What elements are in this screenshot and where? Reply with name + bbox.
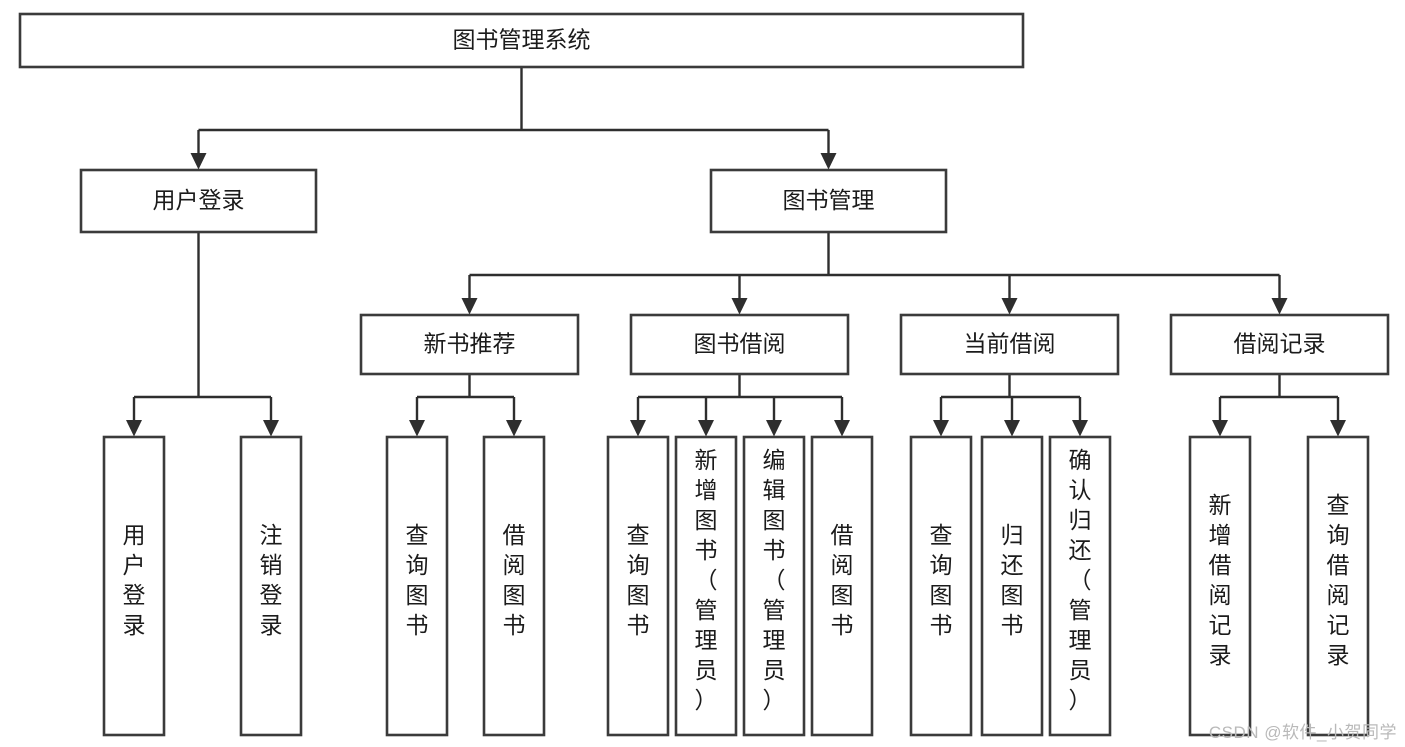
arrow-head-icon bbox=[1271, 298, 1288, 315]
node-leaf-user-logout[interactable]: 注销登录 bbox=[239, 435, 303, 737]
node-box-leaf-user-login bbox=[102, 435, 166, 737]
csdn-watermark: CSDN @软件_小贺同学 bbox=[1208, 723, 1397, 742]
connector-group-book-manage bbox=[461, 232, 1288, 315]
node-label-leaf-user-logout: 注销登录 bbox=[260, 522, 283, 638]
node-label-leaf-borrow-book: 借阅图书 bbox=[831, 522, 854, 638]
node-borrow-record[interactable]: 借阅记录 bbox=[1169, 313, 1390, 376]
node-box-book-manage bbox=[709, 168, 948, 234]
node-leaf-edit-book[interactable]: 编辑图书（管理员） bbox=[742, 435, 806, 737]
node-leaf-user-login[interactable]: 用户登录 bbox=[102, 435, 166, 737]
node-label-leaf-query-record: 查询借阅记录 bbox=[1327, 492, 1350, 668]
node-label-leaf-user-login: 用户登录 bbox=[123, 522, 146, 638]
node-box-leaf-confirm-return bbox=[1048, 435, 1112, 737]
node-label-book-manage: 图书管理 bbox=[783, 187, 875, 213]
node-label-leaf-add-book: 新增图书（管理员） bbox=[695, 447, 718, 713]
arrow-head-icon bbox=[190, 153, 207, 170]
connector-group-root bbox=[190, 67, 837, 170]
node-leaf-confirm-return[interactable]: 确认归还（管理员） bbox=[1048, 435, 1112, 737]
node-leaf-query-book[interactable]: 查询图书 bbox=[606, 435, 670, 737]
node-label-current-borrow: 当前借阅 bbox=[964, 331, 1056, 357]
node-leaf-query-book-rec[interactable]: 查询图书 bbox=[385, 435, 449, 737]
arrow-head-icon bbox=[506, 420, 522, 437]
node-box-current-borrow bbox=[899, 313, 1120, 376]
node-leaf-borrow-book[interactable]: 借阅图书 bbox=[810, 435, 874, 737]
arrow-head-icon bbox=[1001, 298, 1018, 315]
arrow-head-icon bbox=[461, 298, 478, 315]
node-leaf-add-record[interactable]: 新增借阅记录 bbox=[1188, 435, 1252, 737]
node-label-leaf-add-record: 新增借阅记录 bbox=[1209, 492, 1232, 668]
node-label-leaf-query-book-rec: 查询图书 bbox=[406, 522, 429, 638]
node-leaf-query-book-cur[interactable]: 查询图书 bbox=[909, 435, 973, 737]
connector-group-book-borrow bbox=[630, 374, 850, 437]
node-box-book-borrow bbox=[629, 313, 850, 376]
connector-group-borrow-record bbox=[1212, 374, 1346, 437]
arrow-head-icon bbox=[1004, 420, 1020, 437]
node-box-leaf-return-book bbox=[980, 435, 1044, 737]
arrow-head-icon bbox=[933, 420, 949, 437]
node-book-manage[interactable]: 图书管理 bbox=[709, 168, 948, 234]
node-label-leaf-query-book-cur: 查询图书 bbox=[930, 522, 953, 638]
node-label-leaf-edit-book: 编辑图书（管理员） bbox=[763, 447, 786, 713]
node-box-leaf-query-record bbox=[1306, 435, 1370, 737]
connector-group-user-login bbox=[126, 232, 279, 437]
node-box-borrow-record bbox=[1169, 313, 1390, 376]
node-root[interactable]: 图书管理系统 bbox=[18, 12, 1025, 69]
node-box-leaf-query-book-cur bbox=[909, 435, 973, 737]
node-box-leaf-query-book-rec bbox=[385, 435, 449, 737]
node-box-leaf-user-logout bbox=[239, 435, 303, 737]
node-box-leaf-borrow-book-rec bbox=[482, 435, 546, 737]
node-box-new-book-rec bbox=[359, 313, 580, 376]
arrow-head-icon bbox=[1072, 420, 1088, 437]
node-leaf-add-book[interactable]: 新增图书（管理员） bbox=[674, 435, 738, 737]
arrow-head-icon bbox=[409, 420, 425, 437]
node-box-leaf-add-record bbox=[1188, 435, 1252, 737]
arrow-head-icon bbox=[820, 153, 837, 170]
arrow-head-icon bbox=[630, 420, 646, 437]
arrow-head-icon bbox=[731, 298, 748, 315]
node-leaf-borrow-book-rec[interactable]: 借阅图书 bbox=[482, 435, 546, 737]
node-label-user-login: 用户登录 bbox=[153, 187, 245, 213]
connector-group-new-book-rec bbox=[409, 374, 522, 437]
node-layer: 图书管理系统用户登录图书管理新书推荐图书借阅当前借阅借阅记录用户登录注销登录查询… bbox=[18, 12, 1390, 737]
arrow-head-icon bbox=[834, 420, 850, 437]
node-label-root: 图书管理系统 bbox=[453, 27, 591, 53]
node-user-login[interactable]: 用户登录 bbox=[79, 168, 318, 234]
node-label-leaf-query-book: 查询图书 bbox=[627, 522, 650, 638]
node-label-leaf-borrow-book-rec: 借阅图书 bbox=[503, 522, 526, 638]
node-new-book-rec[interactable]: 新书推荐 bbox=[359, 313, 580, 376]
node-box-leaf-query-book bbox=[606, 435, 670, 737]
node-leaf-query-record[interactable]: 查询借阅记录 bbox=[1306, 435, 1370, 737]
node-label-borrow-record: 借阅记录 bbox=[1234, 331, 1326, 357]
arrow-head-icon bbox=[1330, 420, 1346, 437]
connector-layer bbox=[126, 67, 1346, 437]
node-label-leaf-confirm-return: 确认归还（管理员） bbox=[1069, 447, 1092, 713]
node-book-borrow[interactable]: 图书借阅 bbox=[629, 313, 850, 376]
node-label-leaf-return-book: 归还图书 bbox=[1001, 522, 1024, 638]
node-box-root bbox=[18, 12, 1025, 69]
node-label-book-borrow: 图书借阅 bbox=[694, 331, 786, 357]
node-box-user-login bbox=[79, 168, 318, 234]
connector-group-current-borrow bbox=[933, 374, 1088, 437]
node-label-new-book-rec: 新书推荐 bbox=[424, 331, 516, 357]
node-box-leaf-edit-book bbox=[742, 435, 806, 737]
node-box-leaf-borrow-book bbox=[810, 435, 874, 737]
node-leaf-return-book[interactable]: 归还图书 bbox=[980, 435, 1044, 737]
arrow-head-icon bbox=[766, 420, 782, 437]
arrow-head-icon bbox=[126, 420, 142, 437]
arrow-head-icon bbox=[698, 420, 714, 437]
node-current-borrow[interactable]: 当前借阅 bbox=[899, 313, 1120, 376]
arrow-head-icon bbox=[1212, 420, 1228, 437]
arrow-head-icon bbox=[263, 420, 279, 437]
node-box-leaf-add-book bbox=[674, 435, 738, 737]
